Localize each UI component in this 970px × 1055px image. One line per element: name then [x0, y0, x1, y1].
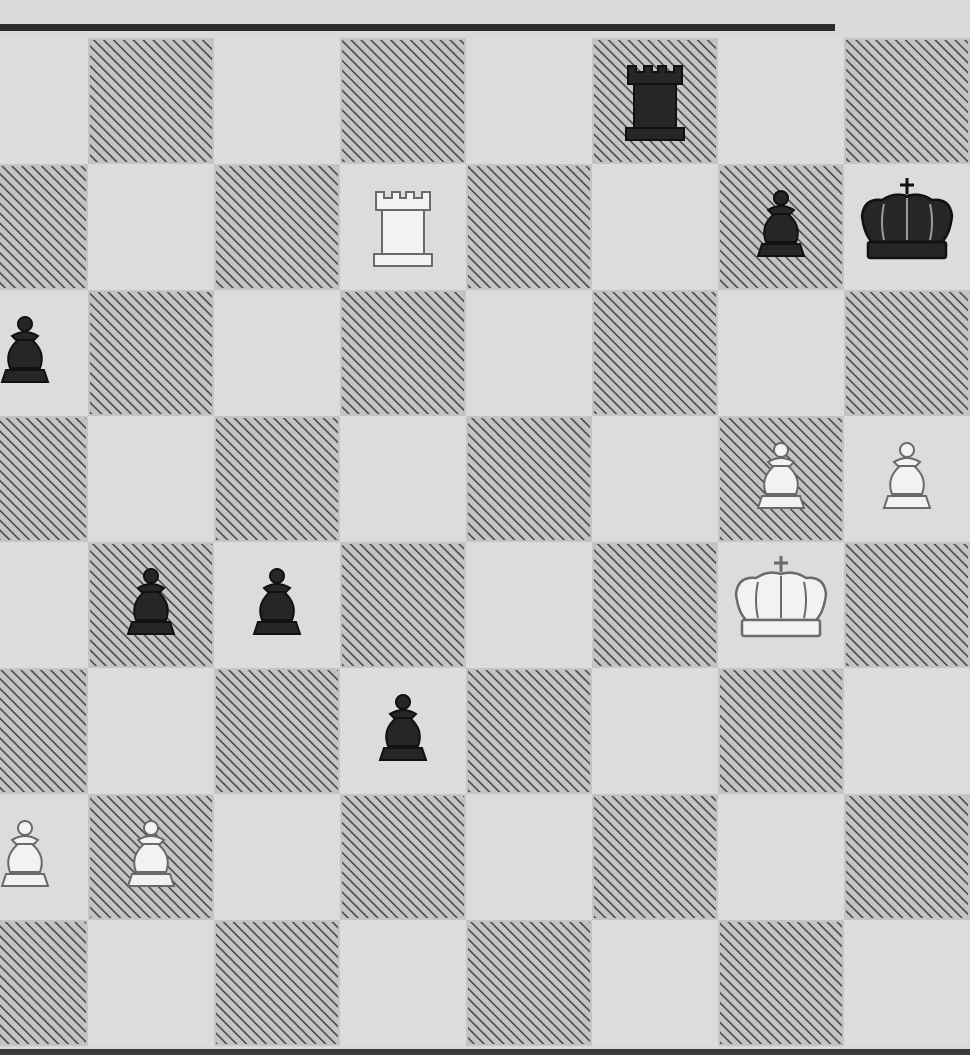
- square-f4: [592, 542, 718, 668]
- square-f1: [592, 920, 718, 1046]
- square-f7: [592, 164, 718, 290]
- square-d8: [340, 38, 466, 164]
- square-c2: [214, 794, 340, 920]
- square-c6: [214, 290, 340, 416]
- square-c1: [214, 920, 340, 1046]
- square-d4: [340, 542, 466, 668]
- chess-board: [0, 38, 970, 1046]
- square-e8: [466, 38, 592, 164]
- square-e1: [466, 920, 592, 1046]
- square-g6: [718, 290, 844, 416]
- square-d5: [340, 416, 466, 542]
- board-bottom-border: [0, 1049, 970, 1055]
- square-f3: [592, 668, 718, 794]
- square-a7: [0, 164, 88, 290]
- square-h6: [844, 290, 970, 416]
- square-d6: [340, 290, 466, 416]
- square-g1: [718, 920, 844, 1046]
- square-b5: [88, 416, 214, 542]
- square-e3: [466, 668, 592, 794]
- square-h2: [844, 794, 970, 920]
- square-a4: [0, 542, 88, 668]
- square-f2: [592, 794, 718, 920]
- square-c3: [214, 668, 340, 794]
- square-f5: [592, 416, 718, 542]
- square-c5: [214, 416, 340, 542]
- square-c8: [214, 38, 340, 164]
- square-b1: [88, 920, 214, 1046]
- square-g3: [718, 668, 844, 794]
- black-rook-f8[interactable]: [626, 66, 684, 140]
- square-c7: [214, 164, 340, 290]
- square-b7: [88, 164, 214, 290]
- square-d1: [340, 920, 466, 1046]
- square-h4: [844, 542, 970, 668]
- square-g2: [718, 794, 844, 920]
- square-h1: [844, 920, 970, 1046]
- square-g8: [718, 38, 844, 164]
- square-f6: [592, 290, 718, 416]
- square-h8: [844, 38, 970, 164]
- square-e7: [466, 164, 592, 290]
- board-top-border: [0, 24, 835, 31]
- square-a3: [0, 668, 88, 794]
- square-a1: [0, 920, 88, 1046]
- square-b3: [88, 668, 214, 794]
- square-a8: [0, 38, 88, 164]
- square-b8: [88, 38, 214, 164]
- square-d2: [340, 794, 466, 920]
- square-h3: [844, 668, 970, 794]
- square-e6: [466, 290, 592, 416]
- square-b6: [88, 290, 214, 416]
- square-e2: [466, 794, 592, 920]
- square-a5: [0, 416, 88, 542]
- white-rook-d7[interactable]: [374, 192, 432, 266]
- square-e4: [466, 542, 592, 668]
- chess-board-svg: [0, 38, 970, 1046]
- square-e5: [466, 416, 592, 542]
